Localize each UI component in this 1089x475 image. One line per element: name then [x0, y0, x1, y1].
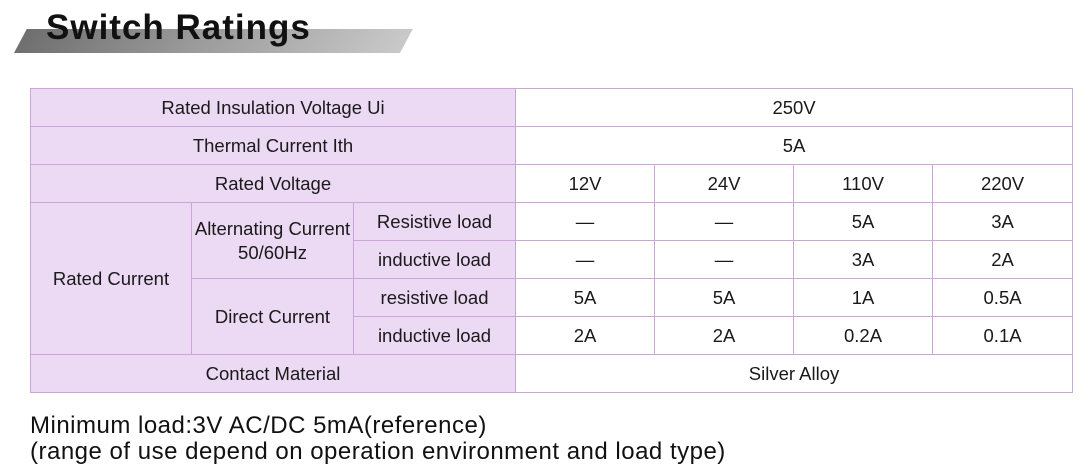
ac-label: Alternating Current 50/60Hz [191, 202, 354, 279]
table-row: Direct Current resistive load 5A 5A 1A 0… [31, 278, 1074, 355]
section-title: Switch Ratings [8, 4, 413, 53]
table-row: Contact Material Silver Alloy [29, 354, 1074, 393]
voltage-cell: 12V [515, 164, 656, 203]
voltage-cell: 110V [793, 164, 934, 203]
ac-label-line2: 50/60Hz [238, 241, 307, 263]
voltage-cell: 220V [932, 164, 1074, 203]
table-row: Rated Voltage 12V 24V 110V 220V [29, 164, 1074, 203]
ac-inductive-label: inductive load [352, 240, 517, 279]
insulation-voltage-value: 250V [515, 88, 1074, 127]
ac-resistive-cell: — [515, 202, 656, 241]
insulation-voltage-label: Rated Insulation Voltage Ui [29, 88, 517, 127]
ac-label-line1: Alternating Current [194, 217, 351, 239]
dc-resistive-cell: 0.5A [932, 278, 1074, 317]
table-row: Rated Current Alternating Current 50/60H… [30, 202, 1074, 355]
ac-inductive-cell: — [654, 240, 795, 279]
page-title: Switch Ratings [46, 8, 311, 47]
rated-current-label: Rated Current [30, 202, 192, 355]
table-row: inductive load 2A 2A 0.2A 0.1A [31, 316, 1074, 355]
dc-label: Direct Current [191, 278, 354, 355]
footnotes: Minimum load:3V AC/DC 5mA(reference) (ra… [30, 413, 726, 465]
ac-resistive-label: Resistive load [352, 202, 517, 241]
ac-inductive-cell: — [515, 240, 656, 279]
ac-resistive-cell: 3A [932, 202, 1074, 241]
contact-material-value: Silver Alloy [515, 354, 1074, 393]
dc-inductive-cell: 2A [654, 316, 795, 355]
rated-voltage-label: Rated Voltage [29, 164, 517, 203]
voltage-cell: 24V [654, 164, 795, 203]
table-row: Thermal Current Ith 5A [29, 126, 1074, 165]
minimum-load-note: Minimum load:3V AC/DC 5mA(reference) [30, 412, 487, 439]
dc-inductive-label: inductive load [352, 316, 517, 355]
ac-inductive-cell: 3A [793, 240, 934, 279]
ac-resistive-cell: — [654, 202, 795, 241]
dc-inductive-cell: 2A [515, 316, 656, 355]
range-of-use-note: (range of use depend on operation enviro… [30, 438, 726, 465]
dc-resistive-cell: 5A [654, 278, 795, 317]
contact-material-label: Contact Material [29, 354, 517, 393]
switch-ratings-table: Rated Insulation Voltage Ui 250V Thermal… [29, 88, 1074, 393]
dc-resistive-cell: 1A [793, 278, 934, 317]
dc-resistive-label: resistive load [352, 278, 517, 317]
thermal-current-label: Thermal Current Ith [29, 126, 517, 165]
table-row: inductive load — — 3A 2A [31, 240, 1074, 279]
table-row: Rated Insulation Voltage Ui 250V [29, 88, 1074, 127]
dc-inductive-cell: 0.2A [793, 316, 934, 355]
thermal-current-value: 5A [515, 126, 1074, 165]
dc-inductive-cell: 0.1A [932, 316, 1074, 355]
ac-resistive-cell: 5A [793, 202, 934, 241]
dc-resistive-cell: 5A [515, 278, 656, 317]
ac-inductive-cell: 2A [932, 240, 1074, 279]
